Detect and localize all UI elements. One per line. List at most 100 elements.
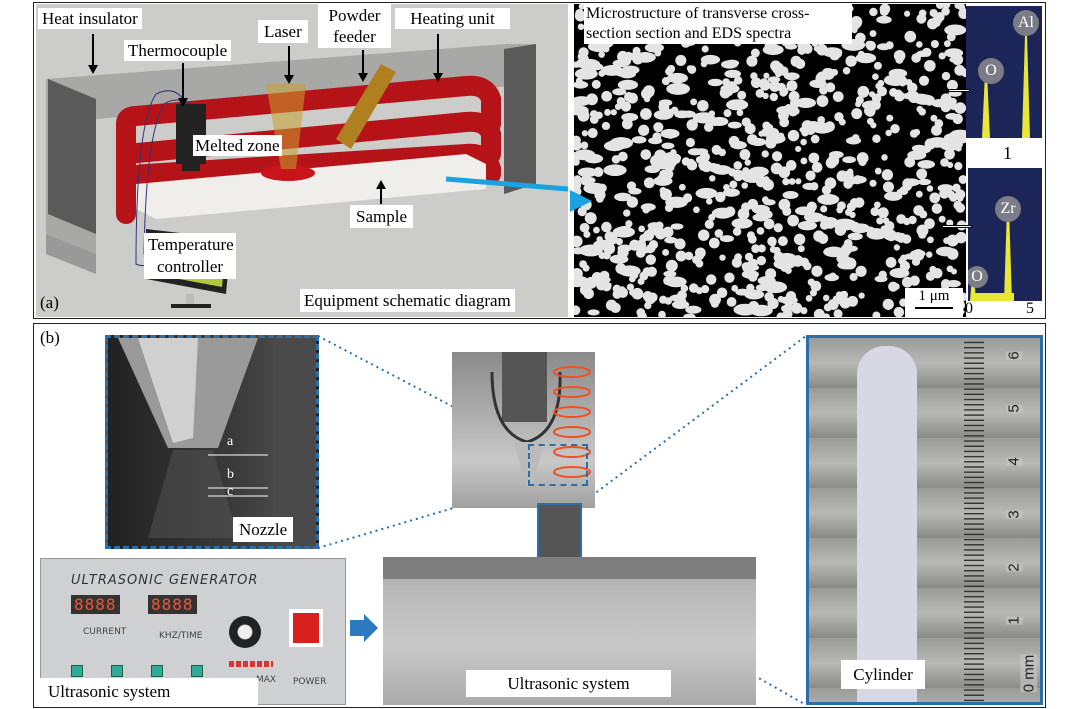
particle [849, 272, 858, 282]
label-ultrasonic-system-generator: Ultrasonic system [40, 678, 258, 705]
peak-label-o: O [968, 266, 988, 288]
ruler-mark: 2 [1005, 563, 1023, 572]
schematic-drawing [46, 44, 568, 308]
particle [681, 110, 696, 118]
particle [782, 191, 799, 200]
particle [874, 167, 882, 175]
mode-button-2[interactable] [111, 665, 123, 677]
particle [744, 289, 765, 300]
nozzle-mark-c: c [227, 484, 234, 499]
mode-button-4[interactable] [191, 665, 203, 677]
particle [626, 283, 635, 291]
nozzle-inset [105, 335, 319, 549]
particle [675, 296, 687, 308]
particle [664, 276, 687, 288]
particle [574, 157, 580, 166]
particle [958, 175, 966, 184]
particle [640, 108, 652, 120]
particle [643, 177, 655, 189]
particle [783, 72, 800, 81]
particle [888, 68, 908, 79]
particle [723, 184, 730, 191]
particle [755, 88, 765, 98]
particle [873, 61, 882, 70]
particle [632, 53, 644, 65]
particle [658, 310, 666, 317]
particle [813, 308, 825, 317]
particle [757, 244, 766, 253]
particle [686, 119, 698, 131]
particle [911, 144, 927, 152]
particle [786, 80, 798, 92]
particle [795, 145, 802, 153]
particle [750, 77, 762, 89]
ruler-mark: 1 [1005, 616, 1023, 625]
particle [893, 244, 900, 251]
particle [640, 149, 652, 160]
particle [587, 309, 600, 316]
particle [756, 227, 765, 235]
particle [893, 49, 906, 62]
ruler [964, 338, 1040, 702]
particle [767, 297, 779, 310]
particle [617, 244, 633, 252]
particle [946, 234, 959, 247]
ultrasonic-generator-photo: ULTRASONIC GENERATOR 8888 8888 CURRENT K… [40, 558, 346, 705]
label-laser: Laser [258, 20, 308, 43]
particle [663, 270, 677, 278]
particle [869, 179, 877, 187]
particle [850, 135, 859, 144]
particle [799, 257, 809, 267]
particle [797, 245, 805, 253]
particle [574, 98, 581, 106]
particle [655, 221, 664, 230]
particle [591, 79, 601, 89]
particle [886, 114, 894, 122]
particle [742, 262, 754, 274]
particle [670, 106, 679, 115]
particle [795, 97, 817, 109]
particle [705, 274, 717, 285]
particle [822, 294, 830, 302]
particle [614, 192, 632, 202]
particle [595, 195, 604, 203]
particle [593, 226, 600, 234]
particle [728, 135, 740, 147]
ruler-mark: 6 [1005, 351, 1023, 360]
particle [700, 54, 721, 65]
power-knob[interactable] [229, 616, 261, 648]
particle [885, 257, 897, 268]
particle [609, 254, 629, 264]
particle [866, 117, 874, 125]
particle [598, 252, 606, 260]
particle [780, 296, 798, 305]
particle [898, 78, 907, 87]
particle [954, 162, 963, 171]
ruler-mark: 0 mm [1020, 654, 1038, 693]
particle [612, 88, 627, 96]
particle [903, 10, 911, 17]
particle [946, 79, 958, 91]
mode-button-3[interactable] [151, 665, 163, 677]
particle [711, 163, 722, 174]
label-thermocouple: Thermocouple [124, 40, 232, 61]
particle [855, 96, 864, 105]
mode-button-1[interactable] [71, 665, 83, 677]
particle [797, 220, 817, 231]
particle [734, 253, 743, 262]
particle [847, 232, 863, 241]
particle [617, 50, 629, 63]
particle [838, 118, 846, 126]
pointer-arrow-top [948, 89, 970, 92]
particle [772, 246, 781, 255]
power-switch[interactable] [289, 609, 323, 647]
particle [904, 156, 916, 168]
particle [949, 97, 957, 106]
particle [930, 114, 938, 122]
particle [823, 313, 830, 317]
particle [777, 236, 788, 247]
particle [589, 110, 599, 119]
particle [660, 128, 680, 139]
particle [878, 270, 887, 280]
particle [839, 290, 849, 299]
